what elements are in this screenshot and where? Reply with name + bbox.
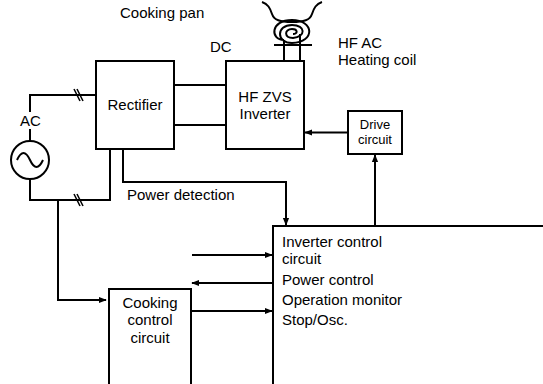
sine-symbol: [17, 153, 43, 167]
part-label: DC: [208, 38, 234, 55]
heating-coil-symbol: [274, 20, 309, 43]
signal-arrow: [374, 155, 376, 225]
coil-lead: [299, 34, 301, 60]
part-label: HF AC Heating coil: [336, 34, 430, 69]
coil-lead: [283, 40, 285, 60]
signal-arrow: [192, 282, 272, 284]
part-label: Cooking pan: [118, 4, 206, 21]
source-label: AC: [18, 112, 43, 129]
inverter-box: HF ZVS Inverter: [225, 60, 305, 150]
function-text: Stop/Osc.: [282, 311, 535, 328]
function-text: Operation monitor: [282, 291, 535, 308]
function-text: Power control: [282, 271, 535, 288]
dc-bus-line: [175, 124, 225, 126]
signal-arrow: [192, 254, 272, 256]
node-text: HF ZVS Inverter: [230, 88, 300, 123]
drive-circuit-box: Drive circuit: [347, 110, 403, 155]
node-text: Cooking control circuit: [113, 294, 187, 346]
node-text: Rectifier: [107, 96, 162, 113]
edge-label: Power detection: [125, 186, 237, 203]
dc-bus-line: [175, 84, 225, 86]
sensor-tick: [77, 194, 83, 206]
ac-source-symbol: [11, 141, 49, 179]
rectifier-box: Rectifier: [95, 60, 175, 150]
sensor-tick: [77, 89, 83, 101]
signal-arrow: [123, 150, 286, 225]
ac-wire: [30, 150, 110, 200]
node-text: Drive circuit: [352, 118, 398, 148]
control-circuit-box: Inverter control circuitPower controlOpe…: [272, 225, 543, 384]
signal-wire: [58, 200, 106, 300]
sensor-tick: [74, 89, 80, 101]
cooking-pan-symbol: [262, 2, 322, 22]
cooking-control-box: Cooking control circuit: [108, 288, 192, 384]
signal-arrow: [305, 132, 347, 134]
sensor-tick: [74, 194, 80, 206]
block-title: Inverter control circuit: [282, 233, 412, 268]
signal-arrow: [192, 310, 272, 312]
